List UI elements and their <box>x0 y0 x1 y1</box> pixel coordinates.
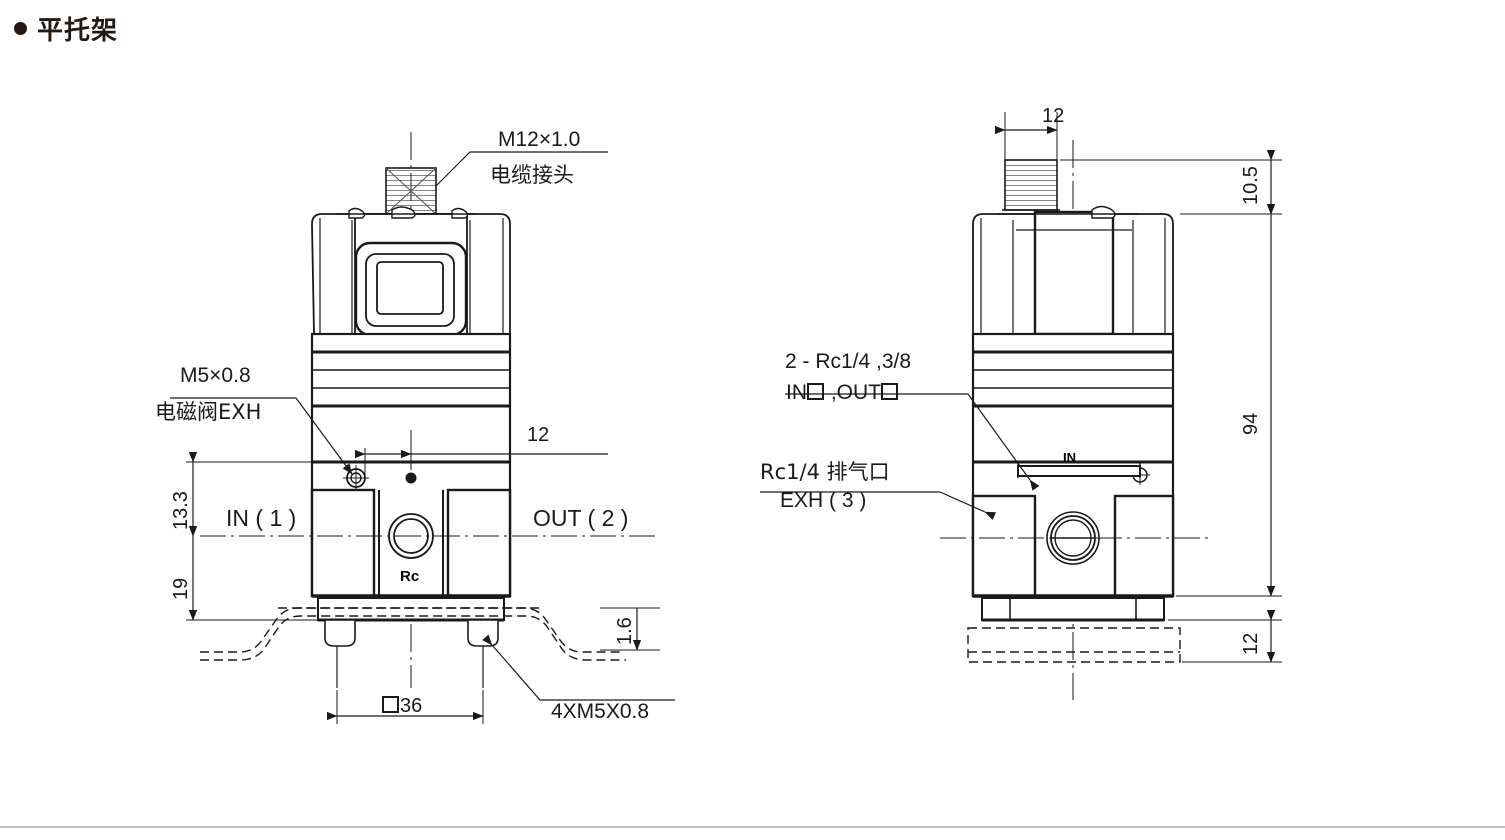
callout-out-label: ,OUT <box>825 381 881 404</box>
in-mark-label: IN <box>1063 450 1076 465</box>
dimension-12-top: 12 <box>1042 105 1065 127</box>
callout-solenoid-exh-line2: 电磁阀EXH <box>155 400 262 424</box>
side-view-geometry <box>760 112 1282 700</box>
callout-exhaust-port-line2: EXH ( 3 ) <box>780 489 867 512</box>
callout-in-label: IN <box>786 381 807 404</box>
dimension-19: 19 <box>170 577 192 600</box>
port-label-in: IN ( 1 ) <box>226 505 297 531</box>
footer-rule <box>0 826 1505 828</box>
page-title-label: 平托架 <box>37 16 119 46</box>
dimension-94: 94 <box>1240 412 1262 435</box>
callout-in-out-ports-line1: 2 - Rc1/4 ,3/8 <box>785 350 912 373</box>
round-bullet-icon <box>14 22 27 35</box>
square-symbol-icon <box>382 696 399 713</box>
callout-bracket-screws: 4XM5X0.8 <box>551 700 650 723</box>
dimension-square-36: 36 <box>382 695 422 718</box>
callout-cable-gland-line2: 电缆接头 <box>490 163 574 187</box>
dimension-square-36-value: 36 <box>400 695 423 717</box>
front-view-geometry <box>170 132 675 724</box>
thread-mark-label: Rc <box>400 568 420 585</box>
callout-solenoid-exh-line1: M5×0.8 <box>180 364 251 387</box>
dimension-13-3: 13.3 <box>170 491 192 530</box>
dimension-12-center: 12 <box>527 424 550 446</box>
dimension-1-6: 1.6 <box>614 617 636 645</box>
page-title: 平托架 <box>14 10 118 47</box>
callout-exhaust-port-line1: Rc1/4 排气口 <box>760 460 890 484</box>
port-label-out: OUT ( 2 ) <box>533 505 629 531</box>
square-symbol-icon-out <box>881 383 898 400</box>
dimension-10-5: 10.5 <box>1240 166 1262 205</box>
dimension-12-bottom: 12 <box>1240 632 1262 655</box>
callout-in-out-ports-line2: IN ,OUT <box>786 381 899 405</box>
callout-cable-gland-line1: M12×1.0 <box>498 128 581 151</box>
square-symbol-icon-in <box>807 383 824 400</box>
